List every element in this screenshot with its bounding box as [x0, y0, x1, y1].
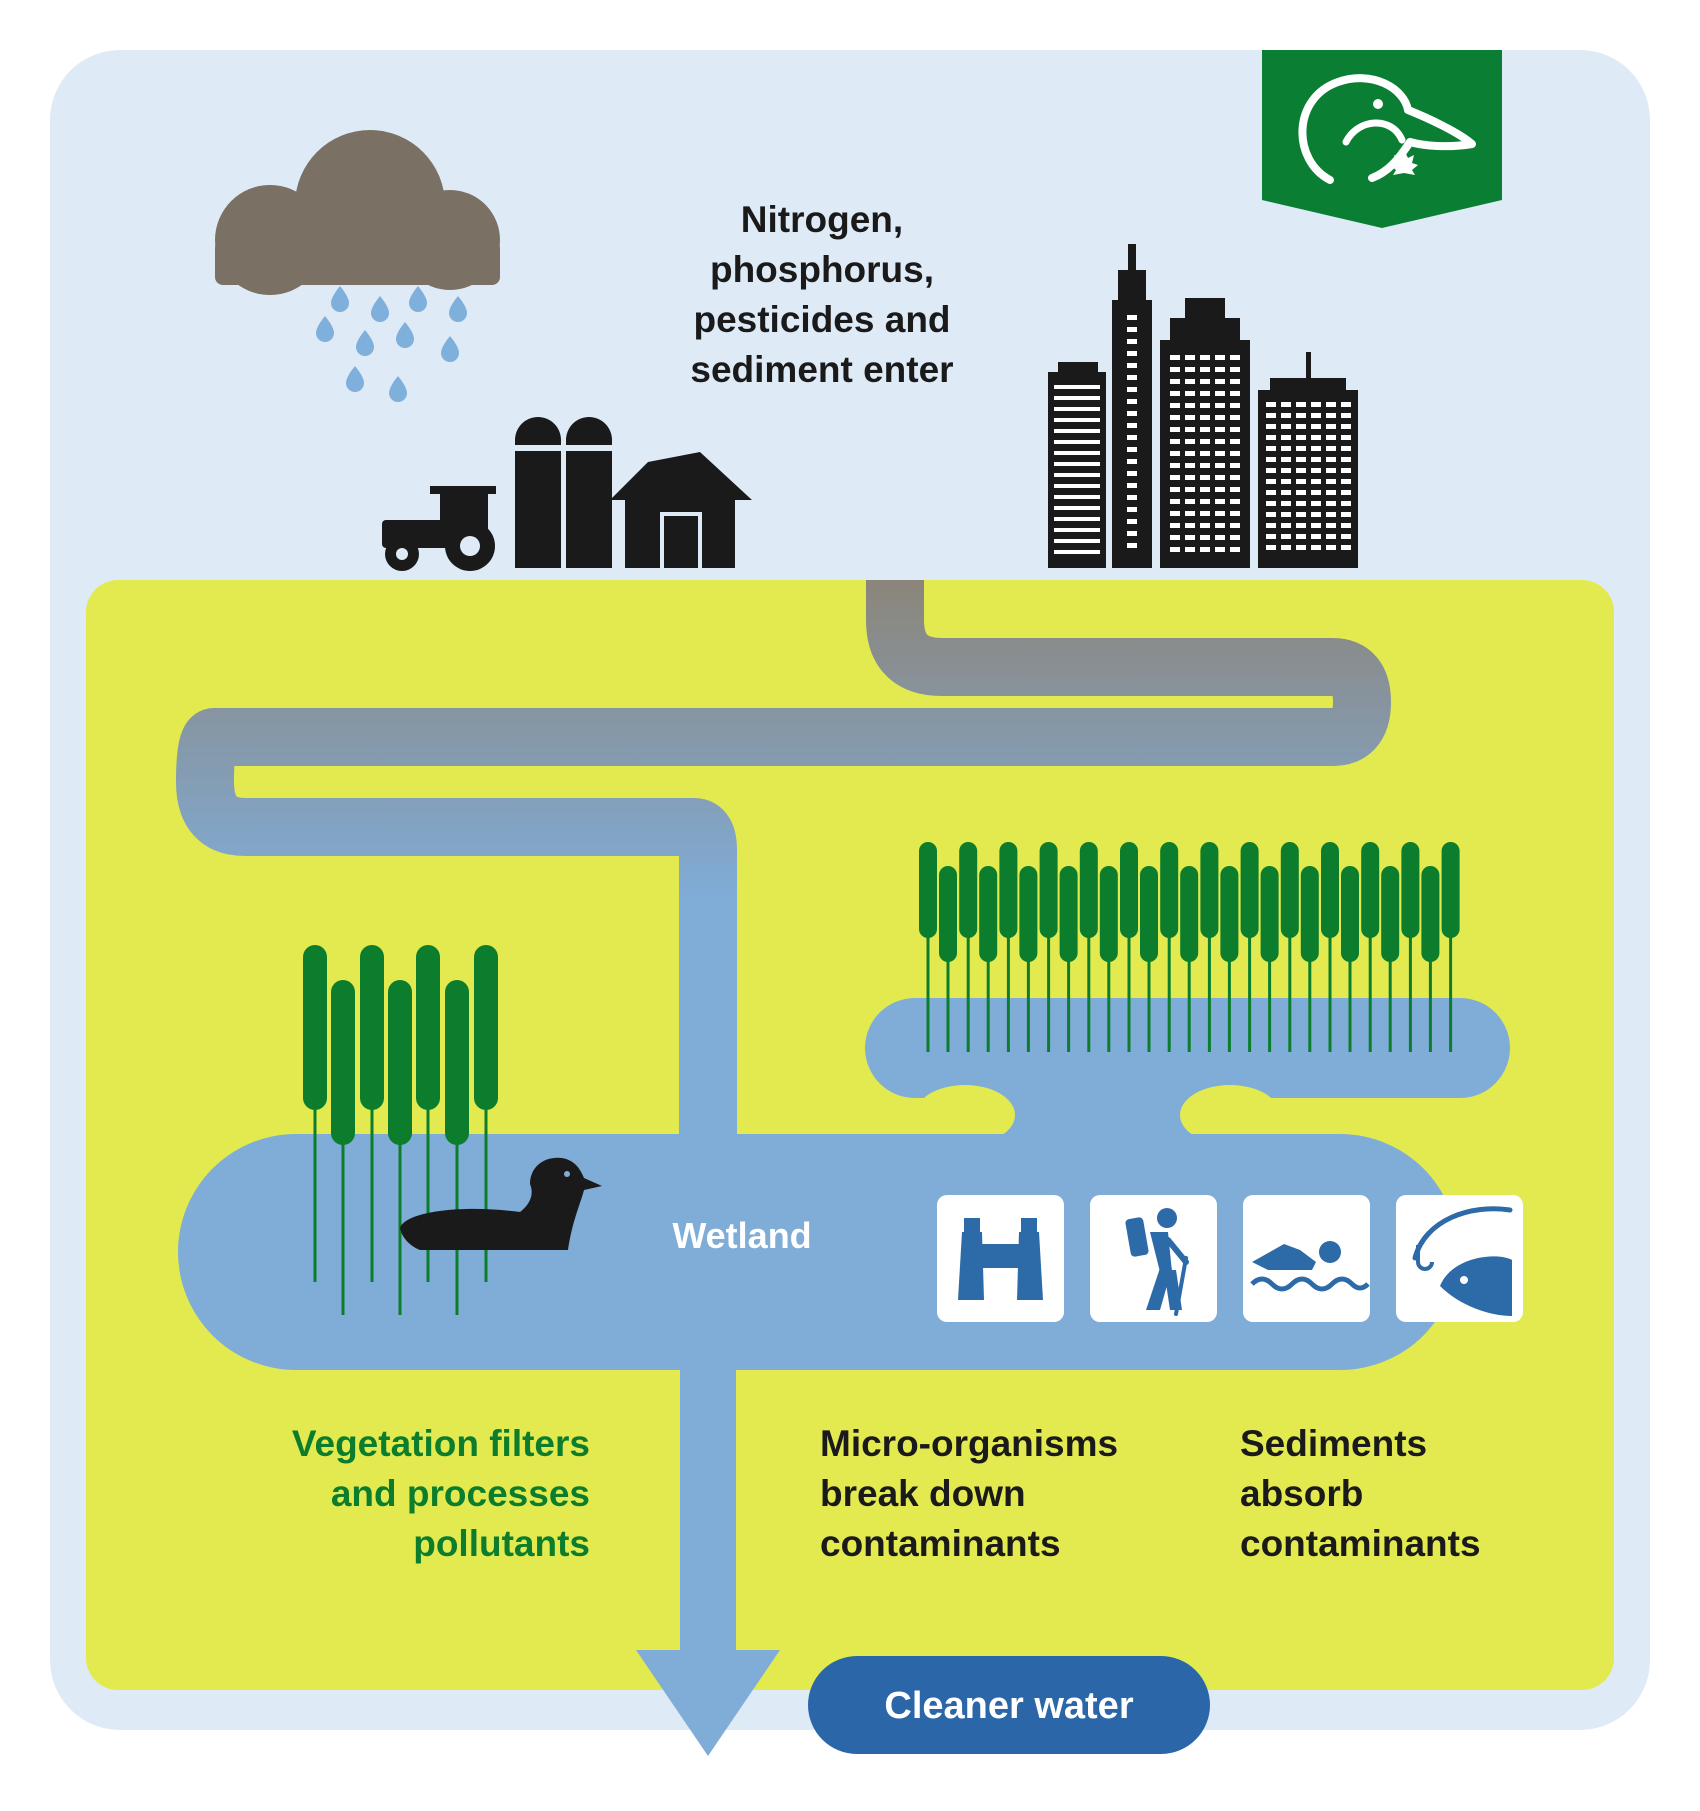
sediments-line-1: Sediments: [1240, 1423, 1427, 1464]
cattail-reed: [360, 945, 384, 1282]
cattail-reed: [1341, 866, 1359, 1052]
cattail-reed: [1140, 866, 1158, 1052]
microorganisms-line-1: Micro-organisms: [820, 1423, 1118, 1464]
cattail-reed: [474, 945, 498, 1282]
cattail-reed: [1401, 842, 1420, 1052]
duck-icon: [400, 1157, 602, 1250]
hiker-icon[interactable]: [1090, 1195, 1217, 1322]
cattail-reed: [1039, 842, 1058, 1052]
cattail-reed: [939, 866, 957, 1052]
cattail-reed: [1059, 866, 1078, 1052]
pollutants-line-3: pesticides and: [693, 299, 950, 340]
outflow-channel: [680, 1360, 736, 1650]
ducks-unlimited-logo: [1262, 50, 1502, 228]
cattail-reed: [1361, 842, 1380, 1052]
cattail-reed: [1441, 842, 1460, 1052]
cattail-reed: [999, 842, 1018, 1052]
sediments-line-2: absorb: [1240, 1473, 1363, 1514]
wetland-label: Wetland: [672, 1215, 811, 1256]
swimmer-icon[interactable]: [1243, 1195, 1370, 1322]
cattail-reed: [1099, 866, 1118, 1052]
cleaner-water-badge: Cleaner water: [808, 1656, 1210, 1754]
vegetation-line-1: Vegetation filters: [292, 1423, 590, 1464]
cloud-rain-icon: [215, 130, 500, 402]
silo-icon: [515, 417, 612, 568]
cattail-reed: [1280, 842, 1299, 1052]
vegetation-line-3: pollutants: [413, 1523, 590, 1564]
reeds-left: [303, 945, 498, 1315]
sediments-line-3: contaminants: [1240, 1523, 1481, 1564]
cattail-reed: [1421, 866, 1440, 1052]
cattail-reed: [919, 842, 937, 1052]
cattail-reed: [1220, 866, 1239, 1052]
runoff-stream: [176, 580, 1391, 1250]
cattail-reed: [1240, 842, 1259, 1052]
cattail-reed: [979, 866, 998, 1052]
pollutants-line-4: sediment enter: [690, 349, 953, 390]
cattail-reed: [303, 945, 327, 1282]
reeds-right: [919, 842, 1460, 1052]
barn-icon: [610, 452, 752, 568]
cattail-reed: [1381, 866, 1400, 1052]
cattail-reed: [1260, 866, 1279, 1052]
city-skyline-icon: [1048, 244, 1358, 568]
cattail-reed: [959, 842, 978, 1052]
cattail-reed: [1019, 866, 1038, 1052]
tractor-icon: [382, 486, 496, 571]
cattail-reed: [1200, 842, 1219, 1052]
vegetation-line-2: and processes: [331, 1473, 590, 1514]
cleaner-water-label: Cleaner water: [884, 1685, 1133, 1727]
fishing-icon[interactable]: [1396, 1195, 1523, 1322]
cattail-reed: [1321, 842, 1339, 1052]
microorganisms-line-2: break down: [820, 1473, 1026, 1514]
cattail-reed: [1180, 866, 1199, 1052]
cattail-reed: [331, 980, 355, 1315]
cattail-reed: [1079, 842, 1098, 1052]
cattail-reed: [416, 945, 440, 1282]
cattail-reed: [1120, 842, 1138, 1052]
binoculars-icon[interactable]: [937, 1195, 1064, 1322]
microorganisms-line-3: contaminants: [820, 1523, 1061, 1564]
outflow-arrow: [636, 1650, 780, 1756]
pollutants-line-2: phosphorus,: [710, 249, 934, 290]
cattail-reed: [1160, 842, 1179, 1052]
cattail-reed: [1300, 866, 1319, 1052]
pollutants-line-1: Nitrogen,: [741, 199, 903, 240]
